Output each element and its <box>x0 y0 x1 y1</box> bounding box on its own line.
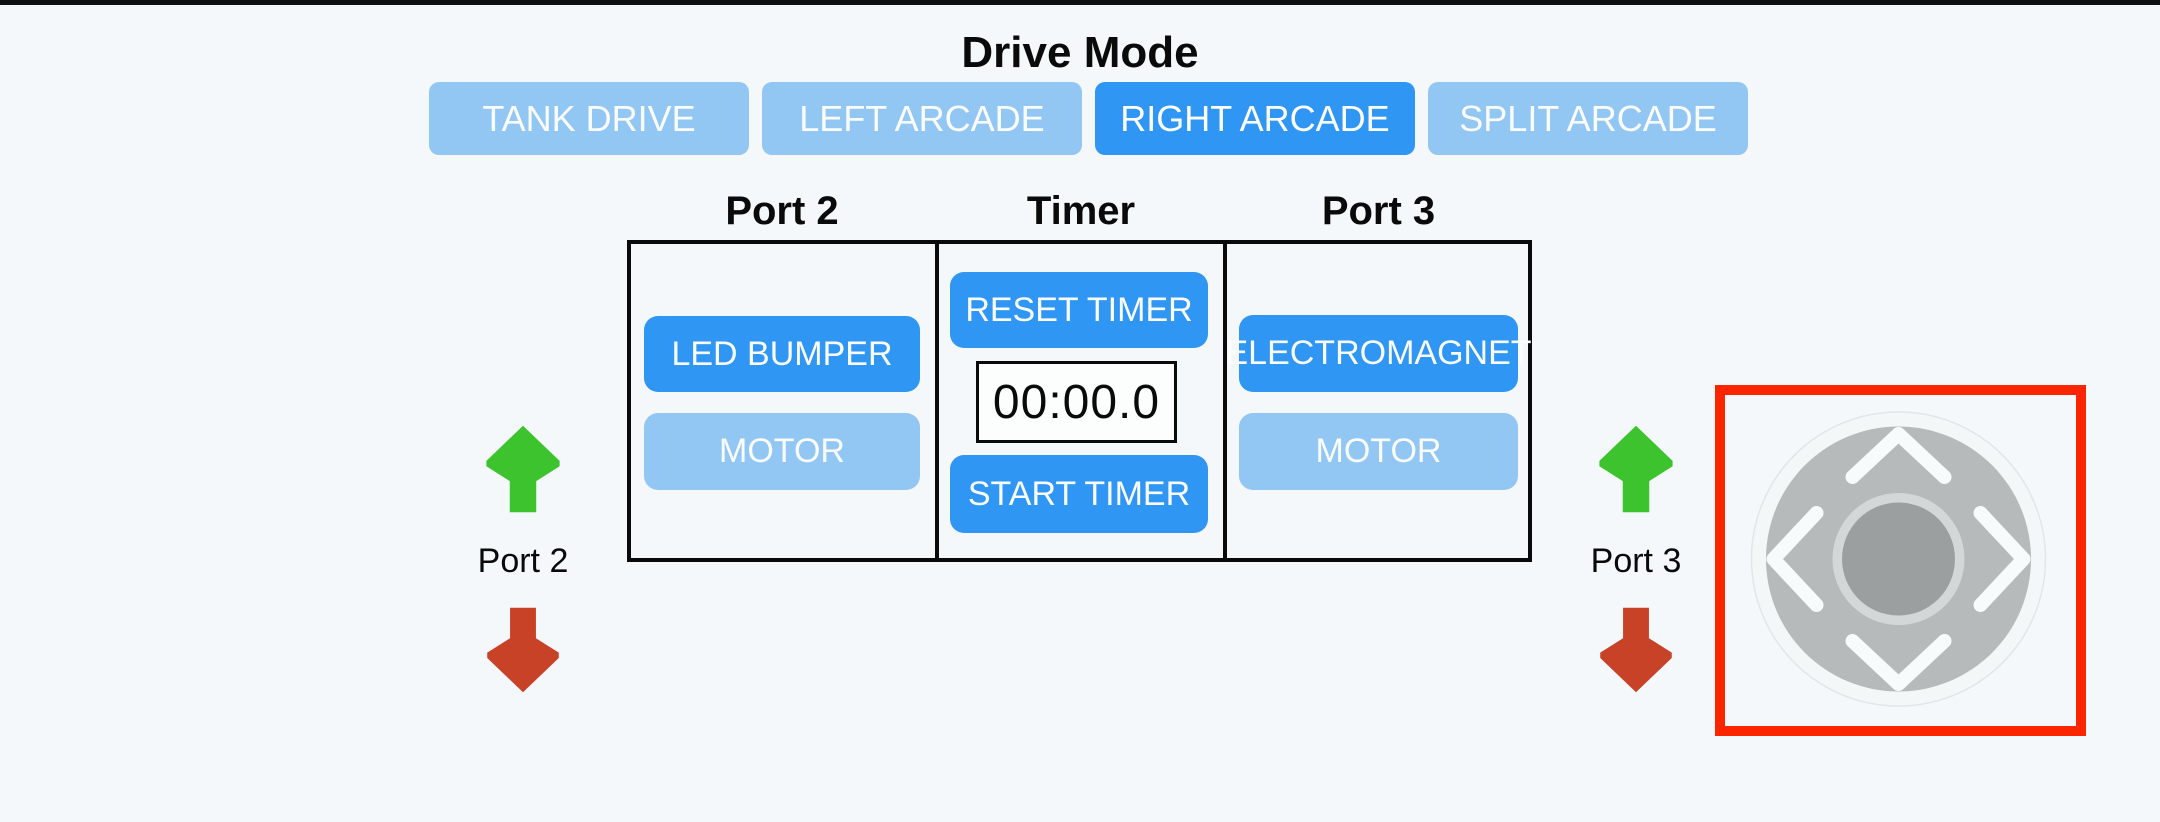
ports-panel: LED BUMPER MOTOR RESET TIMER 00:00.0 STA… <box>627 240 1532 562</box>
reset-timer-button[interactable]: RESET TIMER <box>950 272 1208 348</box>
timer-column-header: Timer <box>1026 189 1136 233</box>
electromagnet-button[interactable]: ELECTROMAGNET <box>1225 315 1532 392</box>
joystick-up-chevron-icon <box>1845 427 1952 484</box>
drive-joystick[interactable] <box>1725 395 2076 726</box>
port3-stepper: Port 3 <box>1556 425 1716 693</box>
top-border-bar <box>0 0 2160 5</box>
joystick-highlight-box <box>1715 385 2086 736</box>
start-timer-button[interactable]: START TIMER <box>950 455 1208 533</box>
port3-up-arrow-icon[interactable] <box>1597 425 1675 513</box>
drive-mode-button-group: TANK DRIVE LEFT ARCADE RIGHT ARCADE SPLI… <box>429 82 1748 155</box>
port2-stepper: Port 2 <box>443 425 603 693</box>
joystick-down-chevron-icon <box>1845 634 1952 691</box>
port3-column: ELECTROMAGNET MOTOR <box>1225 244 1532 558</box>
port2-column: LED BUMPER MOTOR <box>631 244 935 558</box>
timer-column: RESET TIMER 00:00.0 START TIMER <box>935 244 1227 558</box>
port2-down-arrow-icon[interactable] <box>484 607 562 693</box>
port3-stepper-label: Port 3 <box>1590 542 1682 580</box>
port3-column-header: Port 3 <box>1321 189 1436 233</box>
joystick-knob <box>1842 502 1955 616</box>
tank-drive-button[interactable]: TANK DRIVE <box>429 82 749 155</box>
port2-up-arrow-icon[interactable] <box>484 425 562 513</box>
port2-column-header: Port 2 <box>725 189 839 233</box>
left-arcade-button[interactable]: LEFT ARCADE <box>762 82 1082 155</box>
port2-motor-button[interactable]: MOTOR <box>644 413 920 490</box>
drive-mode-title: Drive Mode <box>961 28 1199 77</box>
port3-down-arrow-icon[interactable] <box>1597 607 1675 693</box>
joystick-left-chevron-icon <box>1766 506 1824 612</box>
joystick-right-chevron-icon <box>1973 506 2031 612</box>
right-arcade-button[interactable]: RIGHT ARCADE <box>1095 82 1415 155</box>
split-arcade-button[interactable]: SPLIT ARCADE <box>1428 82 1748 155</box>
led-bumper-button[interactable]: LED BUMPER <box>644 316 920 392</box>
port3-motor-button[interactable]: MOTOR <box>1239 413 1518 490</box>
timer-display: 00:00.0 <box>976 361 1177 443</box>
port2-stepper-label: Port 2 <box>477 542 569 580</box>
